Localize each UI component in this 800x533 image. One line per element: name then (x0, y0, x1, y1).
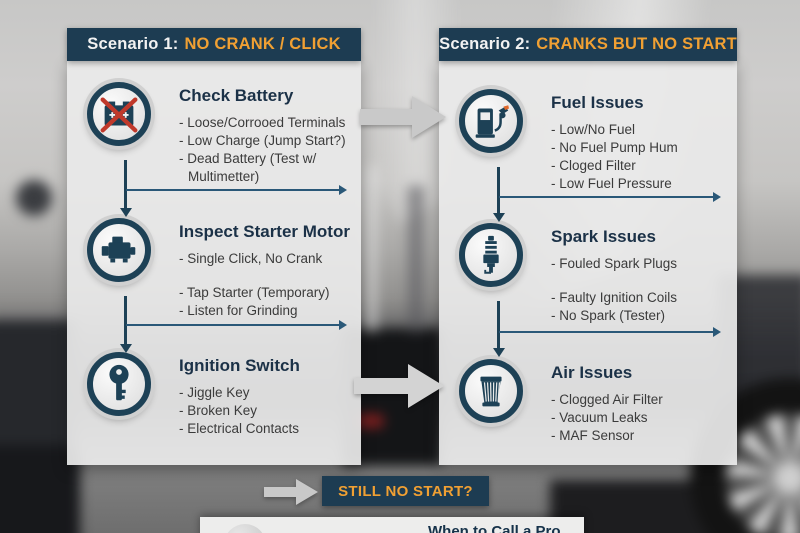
workbench-left (0, 320, 75, 455)
step-bullet: - Fouled Spark Plugs (551, 256, 678, 271)
step-bullet: - Low Charge (Jump Start?) (179, 133, 346, 148)
step-title: Ignition Switch (179, 356, 300, 375)
step-bullet: - Tap Starter (Temporary) (179, 285, 330, 300)
connector-line (124, 296, 127, 345)
still-no-start-banner: STILL NO START? (322, 476, 489, 506)
step-title: Check Battery (179, 86, 294, 105)
flow-arrow-icon (264, 479, 318, 505)
step-bullet: - Broken Key (179, 403, 258, 418)
scenario2-header: Scenario 2: CRANKS BUT NO START (439, 28, 737, 61)
connector-arrow-down (492, 348, 505, 357)
shelf-strip (366, 166, 377, 332)
flow-arrow-icon (360, 96, 446, 138)
key-icon (87, 352, 151, 416)
step-bullet: - Loose/Corrooed Terminals (179, 115, 346, 130)
scenario1-header: Scenario 1: NO CRANK / CLICK (67, 28, 361, 61)
step-bullet: - Clogged Air Filter (551, 392, 663, 407)
red-toolbox-blur (356, 414, 384, 428)
pro-mechanic-icon (224, 524, 266, 533)
connector-arrow-down (492, 213, 505, 222)
step-bullet: - Faulty Ignition Coils (551, 290, 678, 305)
scenario2-panel: Fuel Issues - Low/No Fuel - No Fuel Pump… (439, 61, 737, 465)
footer-panel: When to Call a Pro (200, 517, 584, 533)
connector-line (499, 196, 713, 198)
step-bullet: - MAF Sensor (551, 428, 635, 443)
step-bullet: - No Spark (Tester) (551, 308, 666, 323)
footer-title: When to Call a Pro (428, 523, 561, 533)
wall-clock (16, 180, 52, 216)
connector-line (126, 189, 339, 191)
connector-arrow-right (339, 185, 347, 195)
step-bullet: - Listen for Grinding (179, 303, 298, 318)
scenario2-header-prefix: Scenario 2: (439, 35, 531, 53)
connector-line (124, 160, 127, 209)
air-filter-icon (459, 359, 523, 423)
scenario1-panel: Check Battery - Loose/Corrooed Terminals… (67, 61, 361, 465)
connector-line (497, 301, 500, 349)
step-bullet: - Cloged Filter (551, 158, 636, 173)
scenario1-header-prefix: Scenario 1: (87, 35, 179, 53)
scenario1-header-highlight: NO CRANK / CLICK (184, 35, 341, 53)
fuel-pump-icon (459, 89, 523, 153)
wheel-hub (774, 462, 800, 494)
step-bullet: - Electrical Contacts (179, 421, 300, 436)
battery-crossed-icon (87, 82, 151, 146)
connector-line (126, 324, 339, 326)
step-bullet: - Dead Battery (Test w/ Multimetter) (179, 151, 317, 184)
step-bullet: - Low/No Fuel (551, 122, 636, 137)
step-bullet: - Jiggle Key (179, 385, 250, 400)
connector-line (497, 167, 500, 214)
step-title: Air Issues (551, 363, 633, 382)
connector-arrow-down (119, 344, 132, 353)
scenario2-header-highlight: CRANKS BUT NO START (536, 35, 737, 53)
dark-object-bottom-left (0, 445, 80, 533)
connector-arrow-right (339, 320, 347, 330)
connector-line (499, 331, 713, 333)
step-bullet: - Single Click, No Crank (179, 251, 323, 266)
step-bullet: - Low Fuel Pressure (551, 176, 672, 191)
connector-arrow-right (713, 327, 721, 337)
step-bullet: - No Fuel Pump Hum (551, 140, 678, 155)
connector-arrow-down (119, 208, 132, 217)
step-title: Inspect Starter Motor (179, 222, 350, 241)
starter-motor-icon (87, 218, 151, 282)
step-title: Spark Issues (551, 227, 656, 246)
shelf-strip (408, 186, 424, 332)
step-bullet: - Vacuum Leaks (551, 410, 648, 425)
flow-arrow-icon (354, 364, 444, 408)
spark-plug-icon (459, 223, 523, 287)
connector-arrow-right (713, 192, 721, 202)
step-title: Fuel Issues (551, 93, 644, 112)
